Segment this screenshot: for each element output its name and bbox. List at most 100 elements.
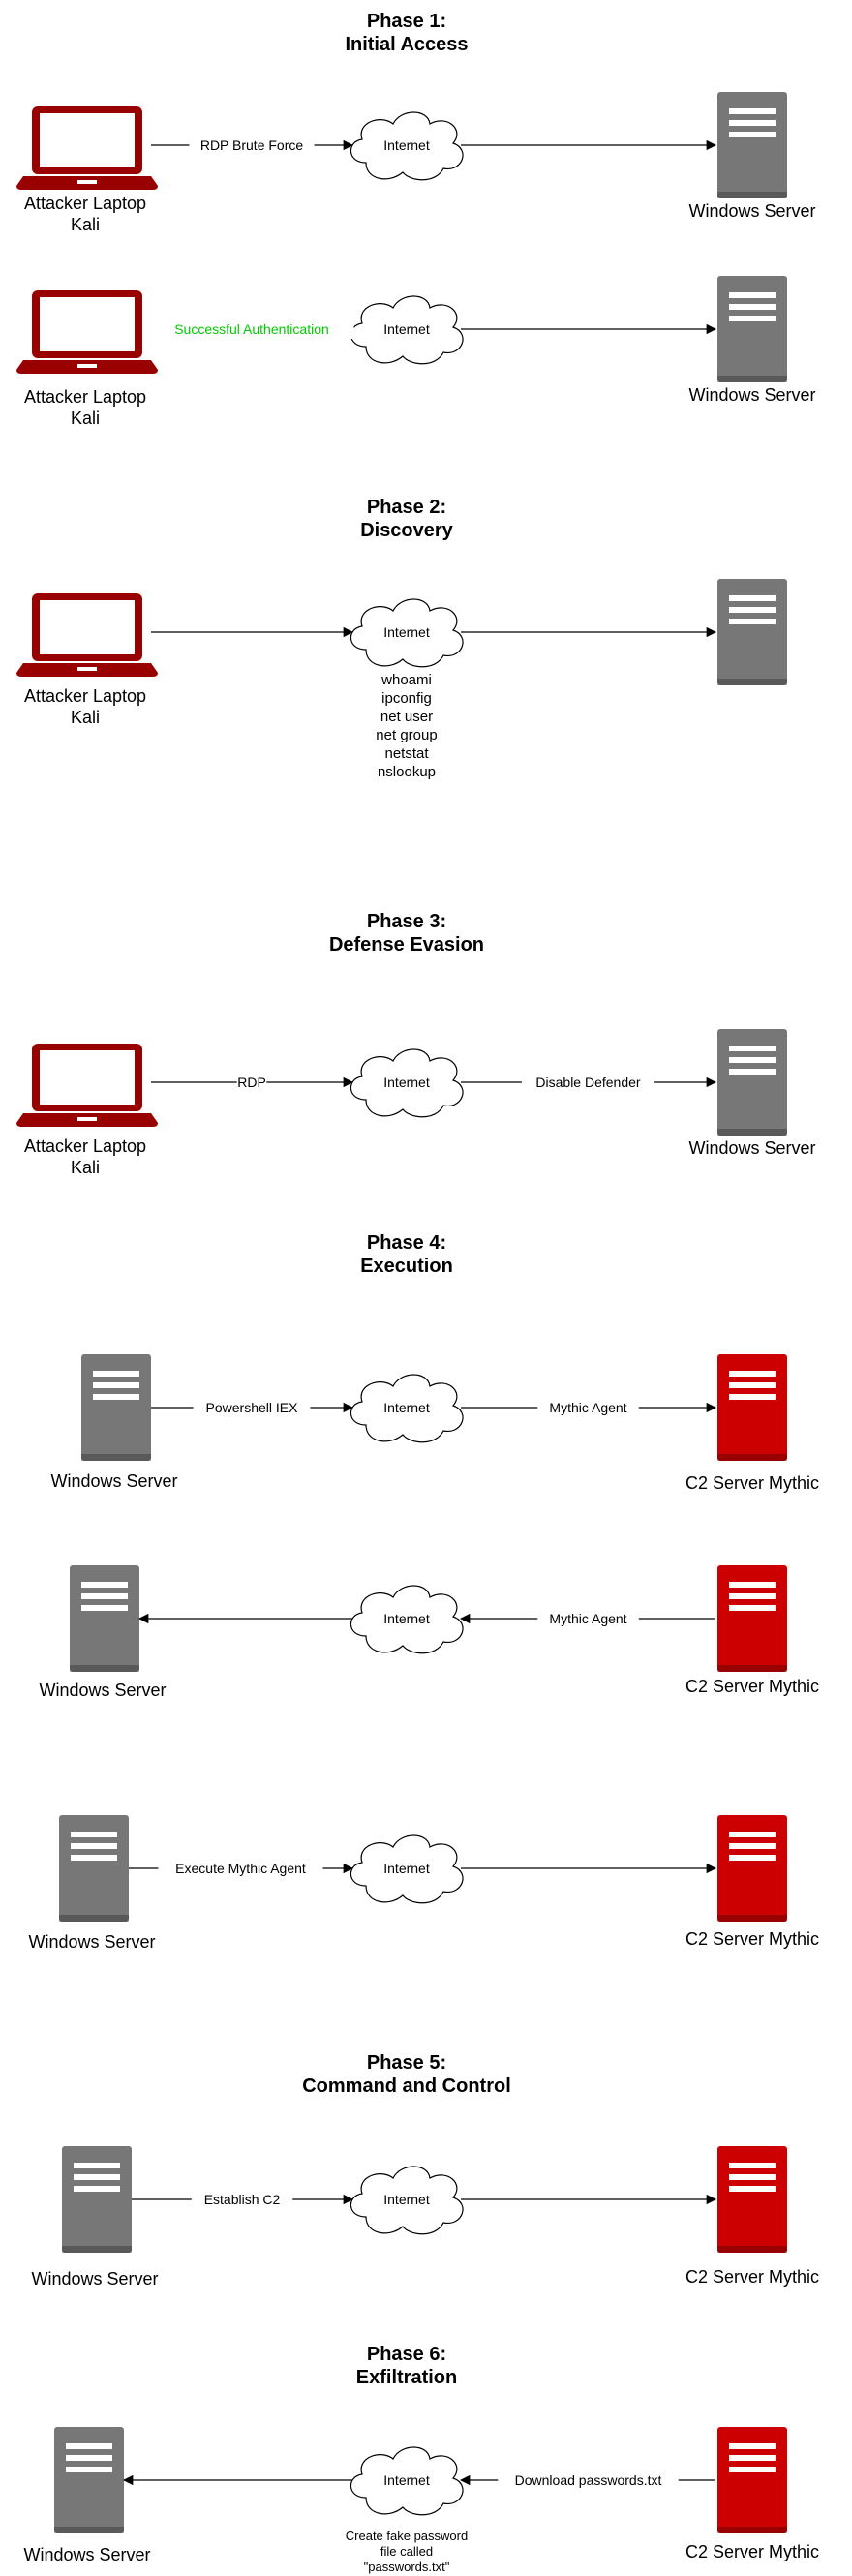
left-node-label: Windows Server (28, 1932, 155, 1952)
arrow-left-segment: Execute Mythic Agent (129, 1859, 354, 1878)
arrow-left-segment-label: Powershell IEX (206, 1400, 299, 1415)
cloud-note: net user (380, 709, 433, 725)
server-icon (717, 276, 787, 382)
server-icon (717, 92, 787, 198)
left-node-label: Attacker Laptop (24, 686, 146, 706)
arrow-right-segment-label: Download passwords.txt (515, 2472, 662, 2488)
server-icon (81, 1354, 151, 1461)
arrow-left-segment: RDP (151, 1073, 354, 1092)
c2-server-icon (717, 2427, 787, 2533)
cloud-note: netstat (384, 745, 429, 762)
c2-server-icon (717, 1354, 787, 1461)
cloud-label: Internet (383, 2472, 430, 2488)
arrow-left-segment-label: RDP Brute Force (200, 137, 304, 153)
server-icon (59, 1815, 129, 1922)
left-node-label: Kali (71, 215, 100, 234)
laptop-icon (16, 593, 158, 677)
phase-title-line-2: Exfiltration (356, 2367, 457, 2388)
c2-server-icon (717, 1565, 787, 1672)
right-node-label: Windows Server (688, 201, 815, 221)
server-icon (717, 579, 787, 685)
right-node-label: C2 Server Mythic (685, 1473, 819, 1493)
right-node-label: Windows Server (688, 385, 815, 405)
arrow-right-segment: Mythic Agent (461, 1398, 717, 1417)
cloud-note: file called (380, 2544, 433, 2559)
right-node-label: C2 Server Mythic (685, 2267, 819, 2287)
arrow-right-segment-label: Disable Defender (535, 1075, 641, 1090)
phase-title-line-2: Initial Access (345, 34, 468, 55)
internet-cloud-icon (350, 295, 464, 365)
internet-cloud-icon (350, 1374, 464, 1443)
arrow-left-segment: RDP Brute Force (151, 136, 354, 155)
cloud-note: whoami (380, 672, 432, 688)
c2-server-icon (717, 2146, 787, 2253)
phase-title-line-1: Phase 1: (367, 11, 446, 32)
internet-cloud-icon (350, 1834, 464, 1904)
arrow-left-segment: Powershell IEX (151, 1398, 354, 1417)
c2-server-icon (717, 1815, 787, 1922)
arrow-right-segment-label: Mythic Agent (549, 1400, 626, 1415)
internet-cloud-icon (350, 2446, 464, 2516)
cloud-note: "passwords.txt" (364, 2560, 450, 2574)
internet-cloud-icon (350, 598, 464, 668)
left-node-label: Attacker Laptop (24, 387, 146, 407)
internet-cloud-icon (350, 111, 464, 181)
laptop-icon (16, 106, 158, 190)
cloud-label: Internet (383, 1075, 430, 1090)
phase-5: Phase 5:Command and ControlInternetEstab… (31, 2052, 819, 2288)
cloud-note: net group (376, 727, 437, 743)
arrow-left-segment-label: Successful Authentication (174, 321, 329, 337)
arrow-left-segment-label: Establish C2 (204, 2192, 281, 2207)
cloud-note: nslookup (378, 764, 436, 780)
phase-title-line-2: Command and Control (302, 2076, 511, 2097)
arrow-right-segment: Disable Defender (461, 1073, 717, 1092)
phase-title-line-1: Phase 4: (367, 1232, 446, 1254)
server-icon (70, 1565, 139, 1672)
internet-cloud-icon (350, 2166, 464, 2235)
arrow-right-segment: Download passwords.txt (459, 2470, 715, 2490)
phase-title-line-1: Phase 2: (367, 497, 446, 518)
flow-row: Internet Establish C2 Windows Server C2 Ser… (31, 2146, 819, 2288)
left-node-label: Attacker Laptop (24, 194, 146, 213)
server-icon (54, 2427, 124, 2533)
laptop-icon (16, 290, 158, 374)
cloud-label: Internet (383, 1861, 430, 1876)
internet-cloud-icon (350, 1585, 464, 1654)
cloud-label: Internet (383, 2192, 430, 2207)
left-node-label: Kali (71, 708, 100, 727)
right-node-label: C2 Server Mythic (685, 1929, 819, 1949)
cloud-note: Create fake password (346, 2529, 468, 2543)
server-icon (717, 1029, 787, 1136)
left-node-label: Windows Server (23, 2545, 150, 2564)
laptop-icon (16, 1044, 158, 1127)
arrow-left-segment: Successful Authentication (149, 319, 354, 339)
left-node-label: Attacker Laptop (24, 1136, 146, 1156)
cloud-label: Internet (383, 1611, 430, 1626)
cloud-label: Internet (383, 137, 430, 153)
arrow-left-segment-label: RDP (237, 1075, 266, 1090)
arrow-right-segment: Mythic Agent (459, 1609, 715, 1628)
internet-cloud-icon (350, 1048, 464, 1118)
server-icon (62, 2146, 132, 2253)
left-node-label: Windows Server (31, 2269, 158, 2288)
phase-title-line-2: Discovery (360, 520, 453, 541)
left-node-label: Windows Server (39, 1681, 166, 1700)
arrow-left-segment-label: Execute Mythic Agent (175, 1861, 306, 1876)
cloud-label: Internet (383, 624, 430, 640)
phase-title-line-2: Execution (360, 1256, 453, 1277)
phase-title-line-2: Defense Evasion (329, 934, 484, 955)
phase-title-line-1: Phase 3: (367, 911, 446, 932)
